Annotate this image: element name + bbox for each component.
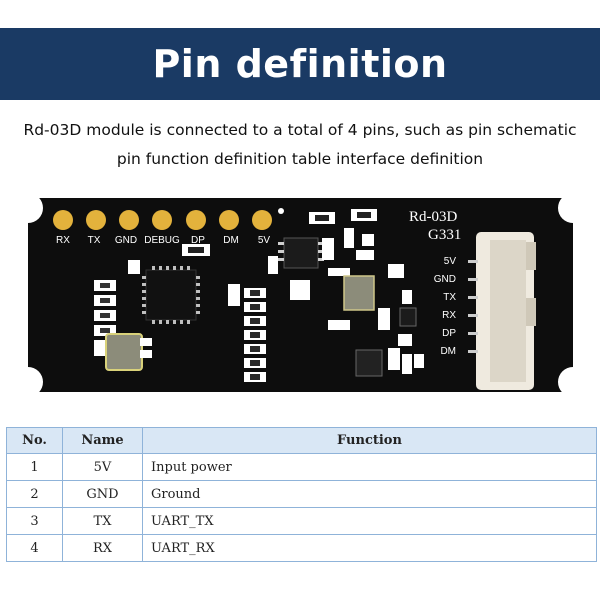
top-pin-label: RX [56, 235, 70, 246]
cell-function: UART_RX [142, 534, 597, 562]
top-pin-label: 5V [258, 235, 271, 246]
cell-name: GND [62, 480, 143, 508]
description-line-1: Rd-03D module is connected to a total of… [23, 121, 577, 139]
connector-pin-label: DP [442, 328, 456, 339]
board-revision: G331 [428, 227, 461, 243]
pcb-board-image: RX TX GND DEBUG DP DM 5V Rd-03D G331 [28, 198, 573, 392]
header-name: Name [62, 427, 143, 454]
cell-no: 2 [6, 480, 63, 508]
cell-function: Ground [142, 480, 597, 508]
pin-function-table: No. Name Function 1 5V Input power 2 GND… [6, 427, 597, 562]
table-row: 1 5V Input power [6, 453, 597, 481]
cell-no: 3 [6, 507, 63, 535]
table-row: 3 TX UART_TX [6, 507, 597, 535]
top-pin-label: TX [88, 235, 101, 246]
cell-no: 4 [6, 534, 63, 562]
table-row: 2 GND Ground [6, 480, 597, 508]
jst-connector [468, 232, 536, 390]
cell-name: TX [62, 507, 143, 535]
top-pin-label: DEBUG [144, 235, 180, 246]
top-pin-label: GND [115, 235, 137, 246]
header-no: No. [6, 427, 63, 454]
cell-function: UART_TX [142, 507, 597, 535]
connector-pin-label: 5V [444, 256, 457, 267]
top-pin-label: DP [191, 235, 205, 246]
table-header-row: No. Name Function [6, 427, 597, 454]
cell-function: Input power [142, 453, 597, 481]
page-title: Pin definition [152, 42, 448, 86]
table-row: 4 RX UART_RX [6, 534, 597, 562]
cell-name: 5V [62, 453, 143, 481]
top-pads [53, 210, 272, 230]
connector-pin-label: GND [434, 274, 456, 285]
connector-pin-label: DM [440, 346, 456, 357]
top-pin-label: DM [223, 235, 239, 246]
connector-pin-label: TX [443, 292, 456, 303]
header-banner: Pin definition [0, 28, 600, 100]
header-function: Function [142, 427, 597, 454]
board-model: Rd-03D [409, 209, 458, 225]
cell-name: RX [62, 534, 143, 562]
cell-no: 1 [6, 453, 63, 481]
description-line-2: pin function definition table interface … [116, 150, 484, 168]
connector-pin-label: RX [442, 310, 456, 321]
